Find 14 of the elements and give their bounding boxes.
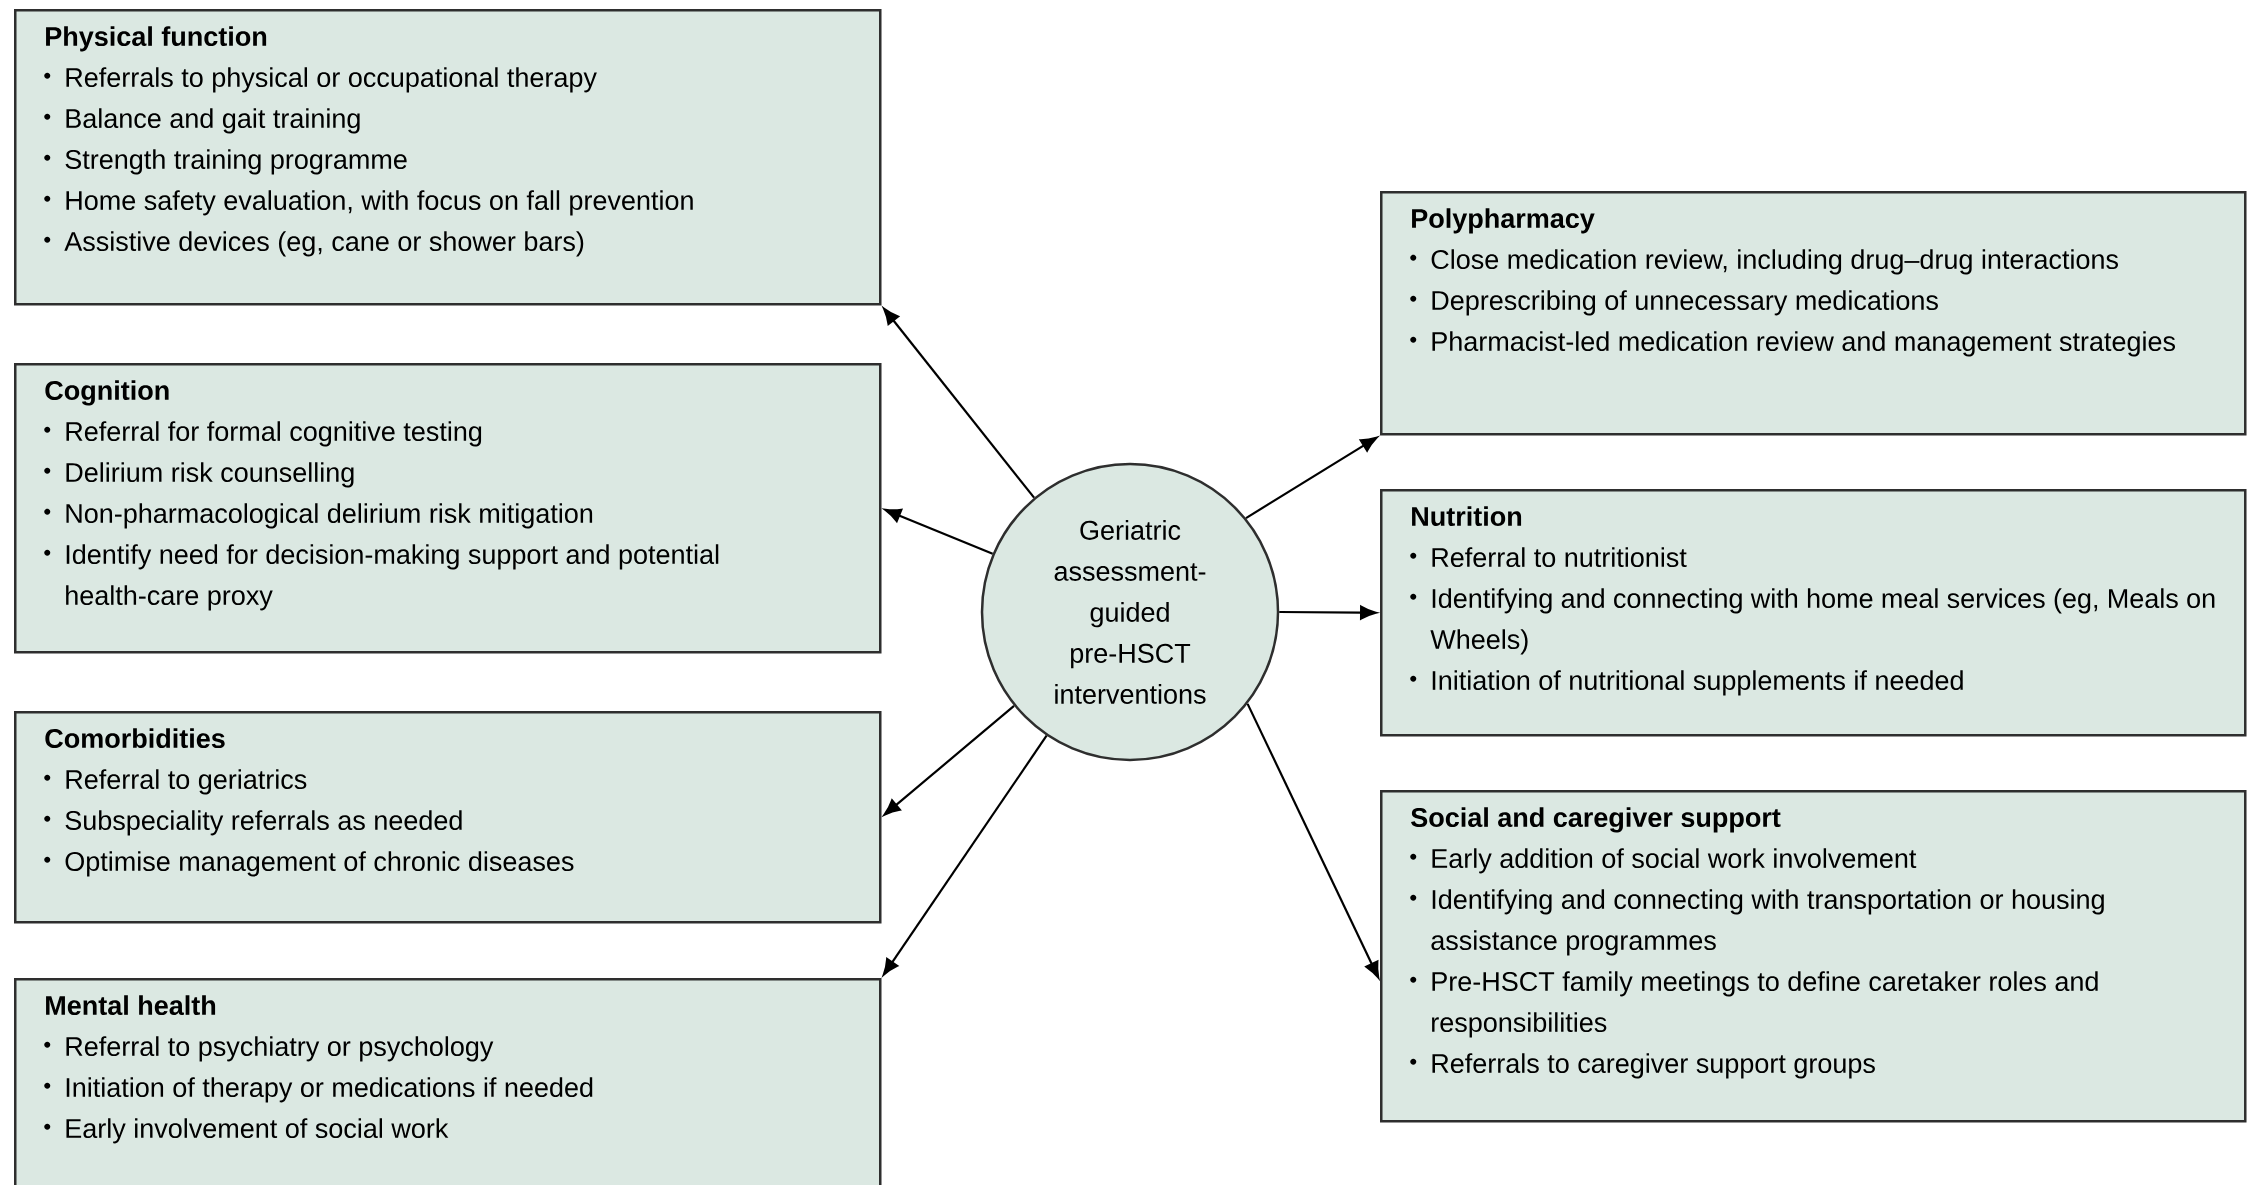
- arrow: [884, 508, 994, 555]
- arrow: [1245, 436, 1378, 519]
- intervention-box: Physical function Referrals to physical or occupational therapy Balance and gait training Strength training programme Home safety evaluation, with focus on fall prevention Assistive devices (eg, cane or shower bars): [14, 9, 882, 306]
- intervention-box: Mental health Referral to psychiatry or psychology Initiation of therapy or medications if needed Early involvement of social work: [14, 978, 882, 1185]
- arrow: [883, 307, 1035, 499]
- arrow: [882, 735, 1048, 976]
- intervention-box: Social and caregiver support Early addition of social work involvement Identifying and connecting with transportation or housing assistance programmes Pre-HSCT family meetings to define caretaker roles and responsibilities Referrals to caregiver support groups: [1380, 790, 2247, 1123]
- arrow: [1246, 703, 1380, 979]
- intervention-box: Polypharmacy Close medication review, including drug–drug interactions Deprescribing of unnecessary medications Pharmacist-led medication review and management strategies: [1380, 191, 2247, 436]
- intervention-box: Cognition Referral for formal cognitive testing Delirium risk counselling Non-pharmacological delirium risk mitigation Identify need for decision-making support and potential health-care proxy: [14, 363, 882, 654]
- intervention-box: Comorbidities Referral to geriatrics Subspeciality referrals as needed Optimise management of chronic diseases: [14, 711, 882, 924]
- arrow: [1279, 605, 1377, 620]
- intervention-box: Nutrition Referral to nutritionist Identifying and connecting with home meal services (eg, Meals on Wheels) Initiation of nutritional supplements if needed: [1380, 489, 2247, 737]
- arrow: [883, 705, 1015, 816]
